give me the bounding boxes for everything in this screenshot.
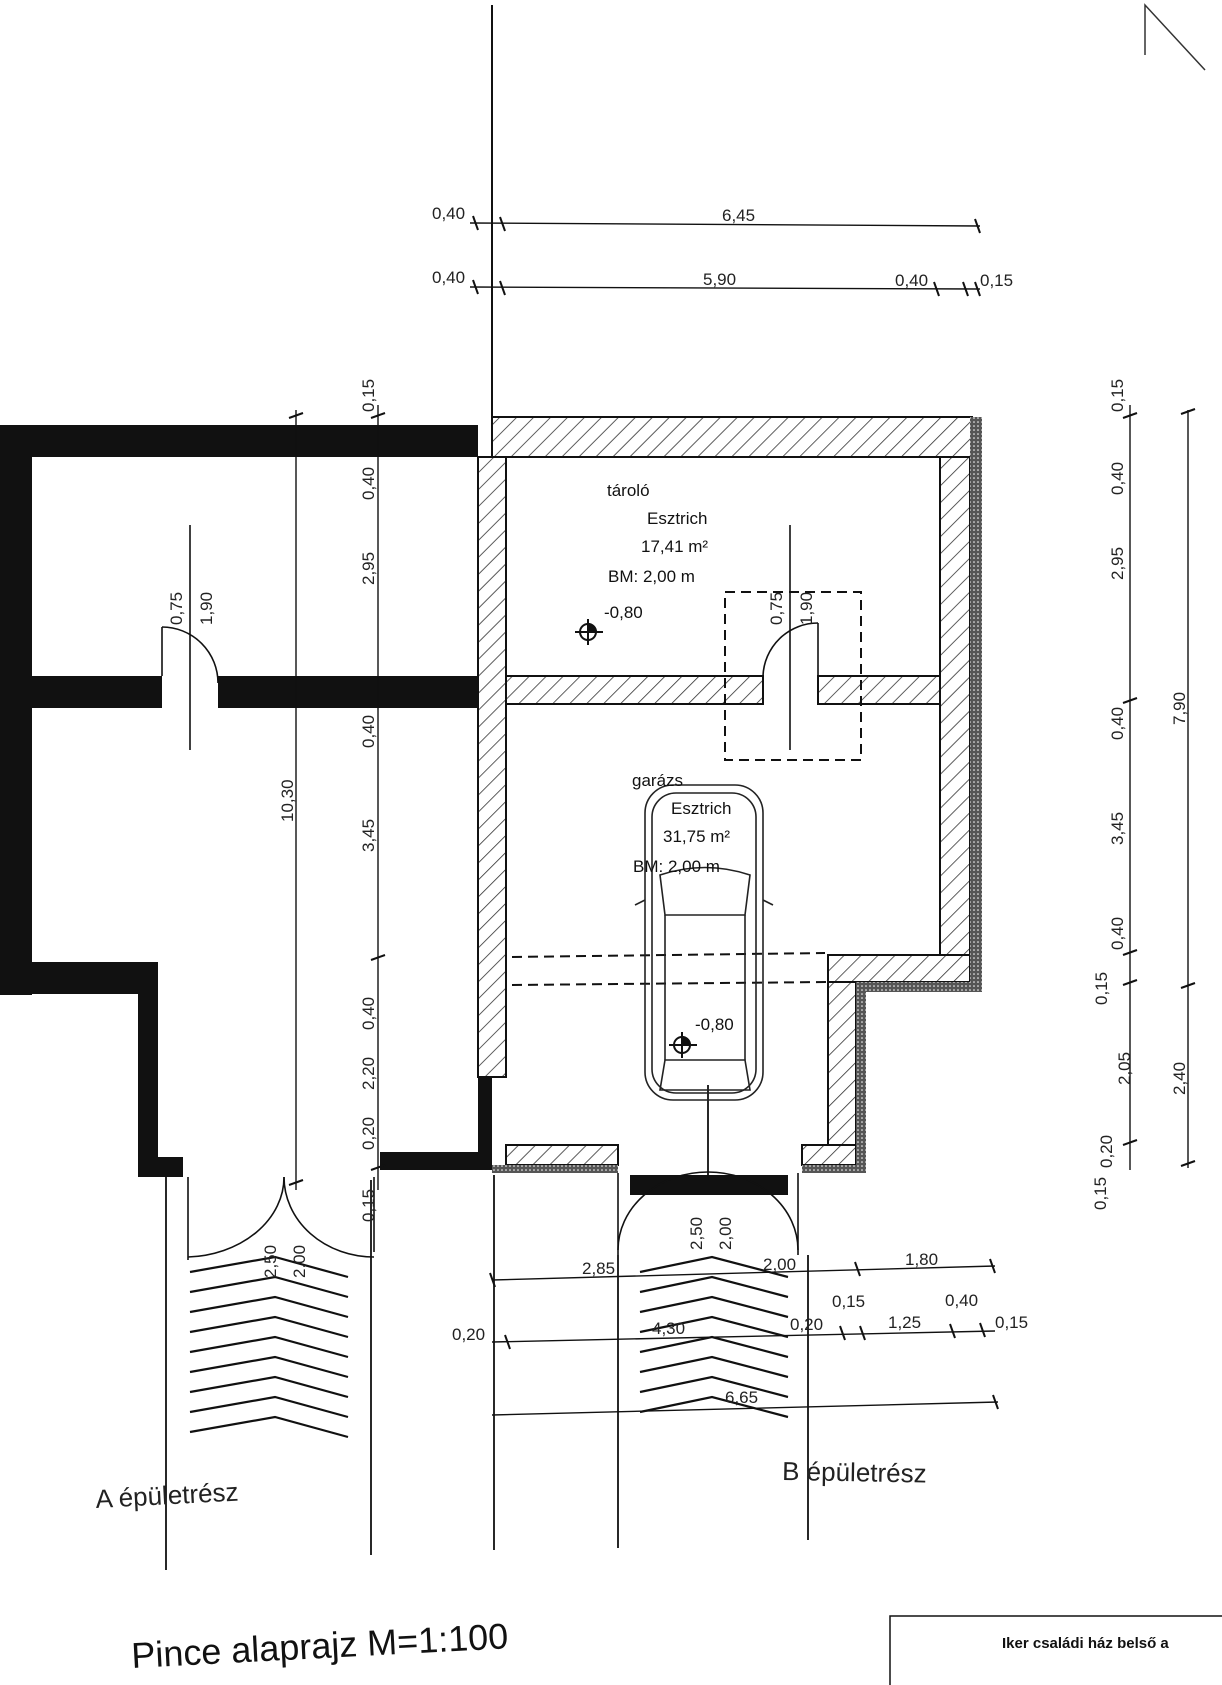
center-dim-4: 3,45 (359, 819, 378, 852)
right-outer-dim-1: 2,40 (1170, 1062, 1189, 1095)
right-dim-7: 2,05 (1115, 1052, 1134, 1085)
bottom-row2-dim-7: 0,15 (995, 1313, 1028, 1332)
title-block-text: Iker családi ház belső a (1002, 1635, 1169, 1652)
door-a-lower-width: 2,50 (261, 1245, 280, 1278)
center-dim-6: 2,20 (359, 1057, 378, 1090)
level-marker-garage (669, 1032, 697, 1058)
top-row2-dim-3: 0,40 (895, 271, 928, 290)
center-vertical-dimension-line (288, 405, 386, 1190)
top-row1-dim-2: 6,45 (722, 206, 755, 225)
drawing-title: Pince alaprajz M=1:100 (130, 1615, 509, 1676)
corner-mark (1144, 3, 1206, 71)
door-b-upper-height: 1,90 (797, 592, 816, 625)
right-outer-dim-0: 7,90 (1170, 692, 1189, 725)
hidden-lines (511, 591, 862, 986)
bottom-dimension-lines (489, 1258, 999, 1416)
center-dim-7: 0,20 (359, 1117, 378, 1150)
top-row2-dim-2: 5,90 (703, 270, 736, 289)
bottom-row2-dim-5: 1,25 (888, 1313, 921, 1332)
right-vertical-dimension-lines (1122, 405, 1196, 1170)
center-dim-5: 0,40 (359, 997, 378, 1030)
driveway-lines (165, 1085, 809, 1570)
right-dim-6: 0,15 (1092, 972, 1111, 1005)
right-dim-3: 0,40 (1108, 707, 1127, 740)
storage-area: 17,41 m² (641, 537, 708, 556)
bottom-row2-dim-4: 0,15 (832, 1292, 865, 1311)
right-dim-2: 2,95 (1108, 547, 1127, 580)
center-dim-8: 0,15 (359, 1189, 378, 1222)
center-dim-0: 0,15 (359, 379, 378, 412)
door-a-lower-height: 2,00 (290, 1245, 309, 1278)
level-marker-storage (575, 619, 603, 645)
center-dim-1: 0,40 (359, 467, 378, 500)
building-part-a-label: A épületrész (95, 1477, 239, 1514)
building-a-walls (0, 425, 492, 1177)
top-row2-dim-1: 0,40 (432, 268, 465, 287)
storage-height: BM: 2,00 m (608, 567, 695, 586)
garage-gate-beam (630, 1175, 788, 1195)
right-dim-9: 0,15 (1091, 1177, 1110, 1210)
bottom-row2-dim-3: 0,20 (790, 1315, 823, 1334)
ramp-a (189, 1255, 349, 1439)
right-dim-8: 0,20 (1097, 1135, 1116, 1168)
door-b-lower-width: 2,50 (687, 1217, 706, 1250)
door-b-lower-height: 2,00 (716, 1217, 735, 1250)
door-b-upper-width: 0,75 (767, 592, 786, 625)
bottom-row1-dim-2: 2,00 (763, 1255, 796, 1274)
garage-room-name: garázs (632, 771, 683, 790)
door-a-upper-width: 0,75 (167, 592, 186, 625)
right-dim-1: 0,40 (1108, 462, 1127, 495)
building-b-walls (477, 416, 982, 1173)
a-total-length: 10,30 (278, 779, 297, 822)
garage-height: BM: 2,00 m (633, 857, 720, 876)
bottom-row3-dim-1: 6,65 (725, 1388, 758, 1407)
bottom-row1-dim-3: 1,80 (905, 1250, 938, 1269)
center-dim-2: 2,95 (359, 552, 378, 585)
door-a-upper-height: 1,90 (197, 592, 216, 625)
right-dim-4: 3,45 (1108, 812, 1127, 845)
garage-level: -0,80 (695, 1015, 734, 1034)
garage-floor: Esztrich (671, 799, 731, 818)
center-dim-3: 0,40 (359, 715, 378, 748)
bottom-row2-dim-1: 0,20 (452, 1325, 485, 1344)
bottom-row1-dim-1: 2,85 (582, 1259, 615, 1278)
storage-level: -0,80 (604, 603, 643, 622)
top-row1-dim-1: 0,40 (432, 204, 465, 223)
top-row2-dim-4: 0,15 (980, 271, 1013, 290)
storage-floor: Esztrich (647, 509, 707, 528)
top-dimension-lines (469, 215, 981, 297)
doors (161, 525, 819, 1260)
right-dim-5: 0,40 (1108, 917, 1127, 950)
building-part-b-label: B épületrész (782, 1456, 927, 1489)
bottom-row2-dim-6: 0,40 (945, 1291, 978, 1310)
garage-area: 31,75 m² (663, 827, 730, 846)
title-block (889, 1615, 1222, 1685)
right-dim-0: 0,15 (1108, 379, 1127, 412)
storage-room-name: tároló (607, 481, 650, 500)
car-outline (634, 784, 774, 1101)
bottom-row2-dim-2: 4,30 (652, 1319, 685, 1338)
